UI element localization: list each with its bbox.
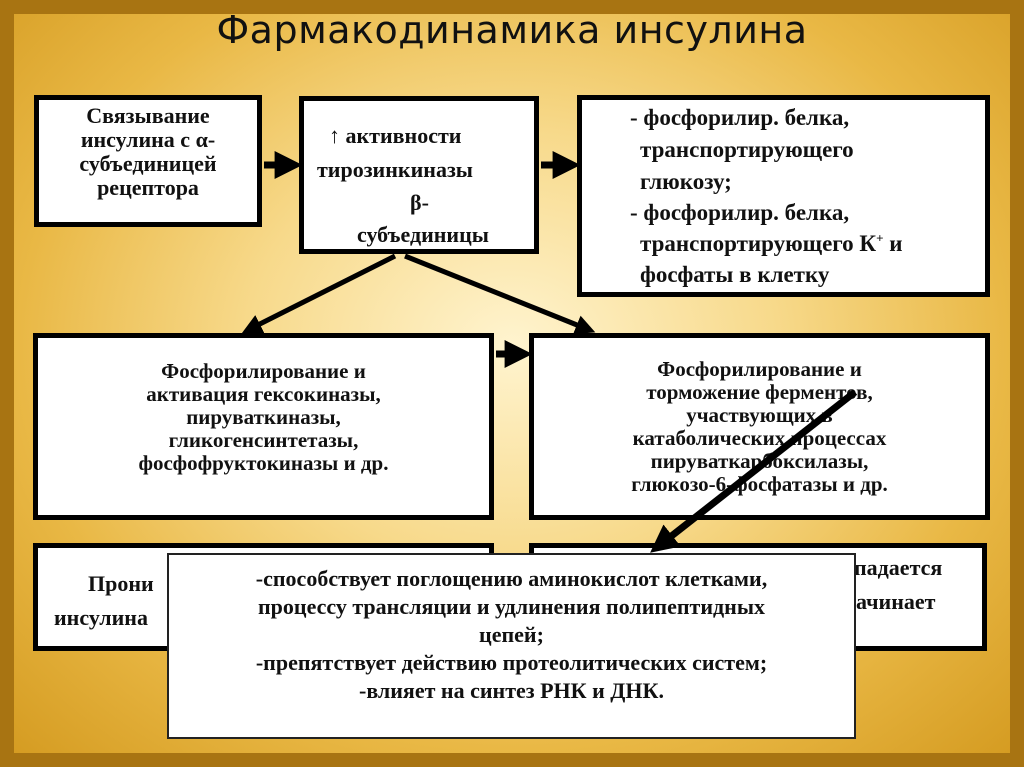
box-transport-phosphorylation: - фосфорилир. белка, транспортирующего г… [577, 95, 990, 297]
box-line: активация гексокиназы, [146, 382, 381, 406]
box-line: пируваткарбоксилазы, [650, 448, 869, 473]
box-line: Прони [88, 571, 154, 596]
box-line: -препятствует действию протеолитических … [255, 650, 768, 675]
box-line: инсулина [54, 605, 148, 630]
box-enzyme-activation: Фосфорилирование и активация гексокиназы… [33, 333, 494, 520]
box-line: тирозинкиназы [317, 157, 473, 182]
arrow-tyrosine-to-inhibition [404, 253, 596, 335]
box-line-tail: и [883, 231, 903, 256]
box-line: пируваткиназы, [186, 405, 341, 429]
box-line: Фосфорилирование и [657, 356, 862, 381]
box-tyrosine-kinase: ↑ активности тирозинкиназы β- субъединиц… [299, 96, 539, 254]
box-line: рецептора [97, 175, 199, 200]
box-line: глюкозу; [640, 169, 732, 194]
box-amino-acid-effects: -способствует поглощению аминокислот кле… [167, 553, 856, 739]
arrow-diagonal-to-overlay [650, 389, 858, 553]
box-line: падается [854, 555, 943, 580]
arrow-tyrosine-to-activation [241, 253, 397, 334]
box-line: глюкозо-6-фосфатазы и др. [631, 471, 888, 496]
superscript-plus: + [876, 230, 884, 246]
box-line: фосфофруктокиназы и др. [138, 451, 389, 475]
box-line: участвующих в [686, 402, 833, 427]
box-line: ↑ активности [329, 123, 462, 148]
box-insulin-binding: Связывание инсулина с α- субъединицей ре… [34, 95, 262, 227]
box-line-text: транспортирующего К [640, 231, 877, 256]
box-line: β- [410, 190, 429, 215]
box-line: - фосфорилир. белка, [630, 200, 850, 225]
box-enzyme-inhibition: Фосфорилирование и торможение ферментов,… [529, 333, 990, 520]
box-line: Фосфорилирование и [161, 359, 366, 383]
box-line: ачинает [856, 589, 936, 614]
box-line: процессу трансляции и удлинения полипепт… [258, 594, 765, 619]
box-line: субъединицы [357, 222, 489, 247]
box-line: гликогенсинтетазы, [168, 428, 359, 452]
box-line: - фосфорилир. белка, [630, 105, 850, 130]
box-line: катаболических процессах [632, 425, 887, 450]
box-line: инсулина с α- [80, 127, 216, 152]
box-line: -способствует поглощению аминокислот кле… [255, 566, 768, 591]
box-line: торможение ферментов, [646, 379, 873, 404]
slide-title: Фармакодинамика инсулина [216, 8, 808, 52]
box-line: цепей; [479, 622, 544, 647]
box-line: Связывание [86, 103, 210, 128]
box-line: -влияет на синтез РНК и ДНК. [359, 678, 664, 703]
box-line-with-superscript: транспортирующего К+ и [640, 230, 903, 256]
box-line: фосфаты в клетку [640, 262, 830, 287]
box-line: транспортирующего [640, 137, 854, 162]
box-line: субъединицей [79, 151, 217, 176]
